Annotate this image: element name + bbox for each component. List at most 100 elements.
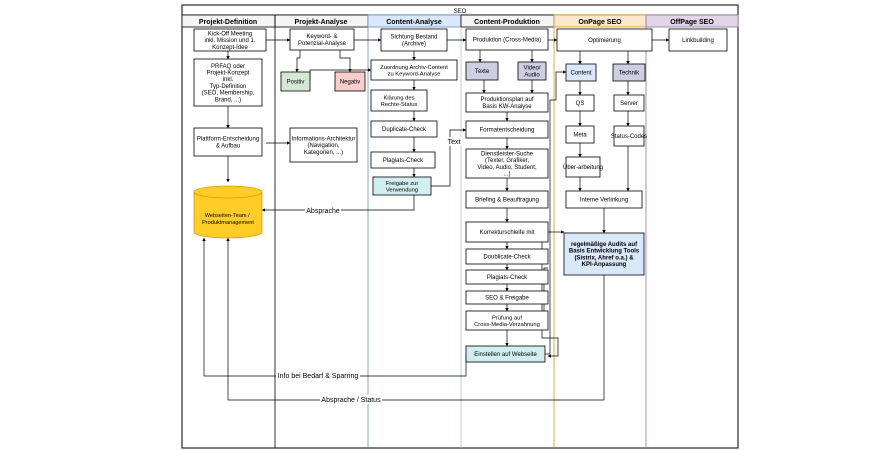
node-label: Server bbox=[620, 101, 638, 107]
node-box bbox=[613, 94, 645, 112]
node-ueberarbeitung: Über-arbeitung bbox=[563, 156, 603, 178]
node-box bbox=[565, 63, 597, 82]
node-duplicate1: Duplicate-Check bbox=[370, 120, 438, 138]
edge-label-info: Info bei Bedarf & Sparring bbox=[278, 373, 359, 380]
node-qs: QS bbox=[565, 94, 595, 112]
edge-einstellen-content bbox=[545, 70, 567, 355]
node-box bbox=[289, 127, 358, 163]
node-box bbox=[465, 248, 549, 265]
lane-title-content-analyse: Content-Analyse bbox=[386, 19, 442, 26]
node-box bbox=[517, 61, 547, 81]
node-infoarch: Informations-Architektur(Navigation,Kate… bbox=[289, 127, 358, 163]
node-box bbox=[565, 125, 595, 144]
node-optimierung: Optimierung bbox=[556, 28, 653, 52]
node-box bbox=[668, 28, 728, 52]
node-box bbox=[465, 28, 549, 51]
edge-label-absprache-status: Absprache / Status bbox=[321, 397, 381, 404]
node-duplicate2: Doublicate-Check bbox=[465, 248, 549, 265]
database-label-line: Produktmanagement bbox=[202, 220, 254, 226]
node-positiv: Positiv bbox=[280, 71, 311, 92]
node-label: Negativ bbox=[340, 80, 360, 86]
edge-label-absprache: Absprache bbox=[306, 208, 340, 215]
node-statuscodes: Status-Codes bbox=[611, 125, 647, 147]
lane-title-onpage-seo: OnPage SEO bbox=[578, 19, 622, 26]
node-label: Technik bbox=[619, 71, 640, 77]
node-label: Interne Verlinkung bbox=[580, 198, 628, 204]
node-box bbox=[370, 120, 438, 138]
node-label: Einstellen auf Webseite bbox=[474, 352, 537, 358]
node-label: Video/Audio bbox=[524, 66, 541, 79]
node-technik: Technik bbox=[612, 63, 646, 82]
lane-title-content-produktion: Content-Produktion bbox=[474, 19, 540, 26]
node-box bbox=[370, 151, 436, 169]
node-negativ: Negativ bbox=[334, 71, 366, 92]
node-interne: Interne Verlinkung bbox=[565, 190, 643, 209]
node-label: Produktion (Cross-Media) bbox=[473, 38, 541, 44]
lane-title-offpage-seo: OffPage SEO bbox=[670, 19, 714, 26]
node-box bbox=[280, 71, 311, 92]
node-box bbox=[193, 58, 263, 107]
node-box bbox=[370, 59, 458, 81]
lane-title-projekt-definition: Projekt-Definition bbox=[199, 19, 257, 26]
node-box bbox=[372, 176, 432, 196]
node-label: Meta bbox=[573, 133, 587, 139]
node-keyword: Keyword- &Potenzial-Analyse bbox=[289, 28, 355, 51]
node-label: Briefing & Beauftragung bbox=[475, 198, 539, 204]
node-label: Texte bbox=[475, 69, 490, 75]
node-box bbox=[465, 290, 549, 305]
node-label: Optimierung bbox=[588, 38, 621, 44]
node-box bbox=[465, 310, 549, 331]
node-label: Content bbox=[570, 71, 591, 77]
node-korrektur: Korrekturschleife mit bbox=[465, 221, 549, 243]
node-label: Status-Codes bbox=[611, 134, 647, 140]
node-box bbox=[565, 190, 643, 209]
pool-title: SEO bbox=[454, 9, 467, 15]
node-box bbox=[465, 269, 549, 285]
node-label: Informations-Architektur(Navigation,Kate… bbox=[292, 136, 356, 155]
node-texte: Texte bbox=[465, 61, 499, 81]
node-box bbox=[465, 190, 549, 209]
node-label: Über-arbeitung bbox=[563, 164, 603, 171]
node-label: Formatentscheidung bbox=[480, 128, 535, 134]
node-box bbox=[565, 94, 595, 112]
node-box bbox=[193, 28, 267, 52]
node-label: Sichtung Bestand(Archive) bbox=[390, 35, 437, 48]
lane-title-projekt-analyse: Projekt-Analyse bbox=[295, 19, 348, 26]
node-format: Formatentscheidung bbox=[465, 120, 549, 139]
node-einstellen: Einstellen auf Webseite bbox=[465, 345, 546, 363]
edge-labels: Text Absprache Info bei Bedarf & Sparrin… bbox=[276, 137, 463, 404]
database-label-line: Webseiten-Team / bbox=[205, 213, 250, 219]
node-label: SEO & Freigabe bbox=[485, 296, 529, 302]
node-label: Linkbuilding bbox=[682, 38, 714, 44]
node-box bbox=[563, 232, 645, 276]
node-box bbox=[612, 63, 646, 82]
node-box bbox=[556, 28, 653, 52]
node-box bbox=[334, 71, 366, 92]
node-content: Content bbox=[565, 63, 597, 82]
node-box bbox=[193, 127, 263, 157]
node-label: Positiv bbox=[287, 80, 305, 86]
node-briefing: Briefing & Beauftragung bbox=[465, 190, 549, 209]
node-label: Dienstleister-Suche(Texter, Grafiker,Vid… bbox=[477, 152, 537, 178]
node-dienst: Dienstleister-Suche(Texter, Grafiker,Vid… bbox=[465, 148, 549, 179]
node-label: Korrekturschleife mit bbox=[480, 230, 535, 236]
edge-label-text: Text bbox=[448, 139, 461, 146]
node-label: Plagiats-Check bbox=[487, 275, 528, 281]
database-label: Webseiten-Team / Produktmanagement bbox=[202, 213, 254, 226]
node-linkbuilding: Linkbuilding bbox=[668, 28, 728, 52]
node-box bbox=[289, 28, 355, 51]
node-box bbox=[380, 28, 448, 52]
node-box bbox=[465, 221, 549, 243]
node-produktion: Produktion (Cross-Media) bbox=[465, 28, 549, 51]
